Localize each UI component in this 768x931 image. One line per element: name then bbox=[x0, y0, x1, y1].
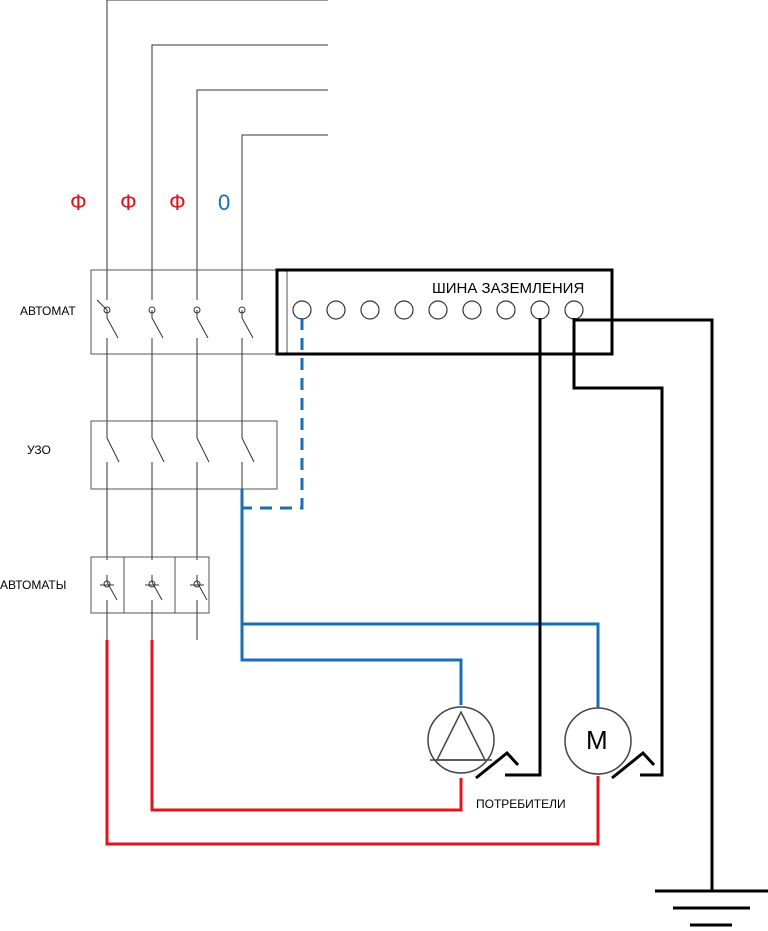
ground-bus-terminals bbox=[292, 300, 584, 320]
phase-label-3: Ф bbox=[169, 190, 186, 215]
neutral-wires bbox=[240, 318, 600, 708]
ground-bus-label: ШИНА ЗАЗЕМЛЕНИЯ bbox=[432, 280, 585, 297]
ground-bus-box bbox=[275, 268, 614, 356]
neutral-label: 0 bbox=[218, 190, 231, 215]
main-breaker-contacts bbox=[96, 299, 254, 390]
motor-icon bbox=[564, 707, 632, 775]
pump-ground-clamp bbox=[475, 750, 520, 780]
main-breaker-block bbox=[90, 269, 288, 425]
phase-wires bbox=[105, 640, 600, 846]
supply-wire-phase-2 bbox=[151, 44, 328, 300]
group-breakers-label: АВТОМАТЫ bbox=[0, 578, 67, 592]
supply-wire-phase-3 bbox=[196, 89, 328, 300]
supply-wires bbox=[106, 0, 328, 300]
group-breaker-contacts bbox=[100, 575, 208, 640]
rcd-label: УЗО bbox=[27, 443, 51, 457]
rcd-block bbox=[90, 390, 278, 560]
pump-triangle-icon bbox=[427, 706, 495, 774]
phase-label-2: Ф bbox=[120, 190, 137, 215]
group-breakers-block bbox=[90, 556, 210, 640]
phase-wire-motor bbox=[105, 640, 600, 846]
neutral-to-ground-bus bbox=[242, 318, 304, 510]
supply-wire-neutral bbox=[241, 134, 328, 300]
ground-symbol-icon bbox=[655, 889, 768, 927]
ground-wire-motor bbox=[572, 318, 664, 777]
motor-symbol-letter: M bbox=[586, 725, 608, 755]
motor-ground-clamp bbox=[611, 750, 656, 780]
neutral-motor bbox=[242, 622, 600, 708]
rcd-contacts bbox=[106, 390, 255, 560]
phase-wire-pump bbox=[150, 640, 463, 812]
main-breaker-box bbox=[90, 269, 288, 355]
main-breaker-label: АВТОМАТ bbox=[20, 304, 76, 318]
ground-wires bbox=[505, 318, 714, 890]
group-breakers-box bbox=[90, 556, 210, 614]
ground-wire-pump bbox=[505, 318, 542, 777]
neutral-rcd-out bbox=[240, 489, 463, 705]
rcd-box bbox=[90, 420, 278, 490]
consumers-label: ПОТРЕБИТЕЛИ bbox=[476, 797, 566, 811]
ground-bus bbox=[275, 268, 614, 356]
phase-label-1: Ф bbox=[70, 190, 87, 215]
ground-wire-earth bbox=[572, 318, 714, 890]
